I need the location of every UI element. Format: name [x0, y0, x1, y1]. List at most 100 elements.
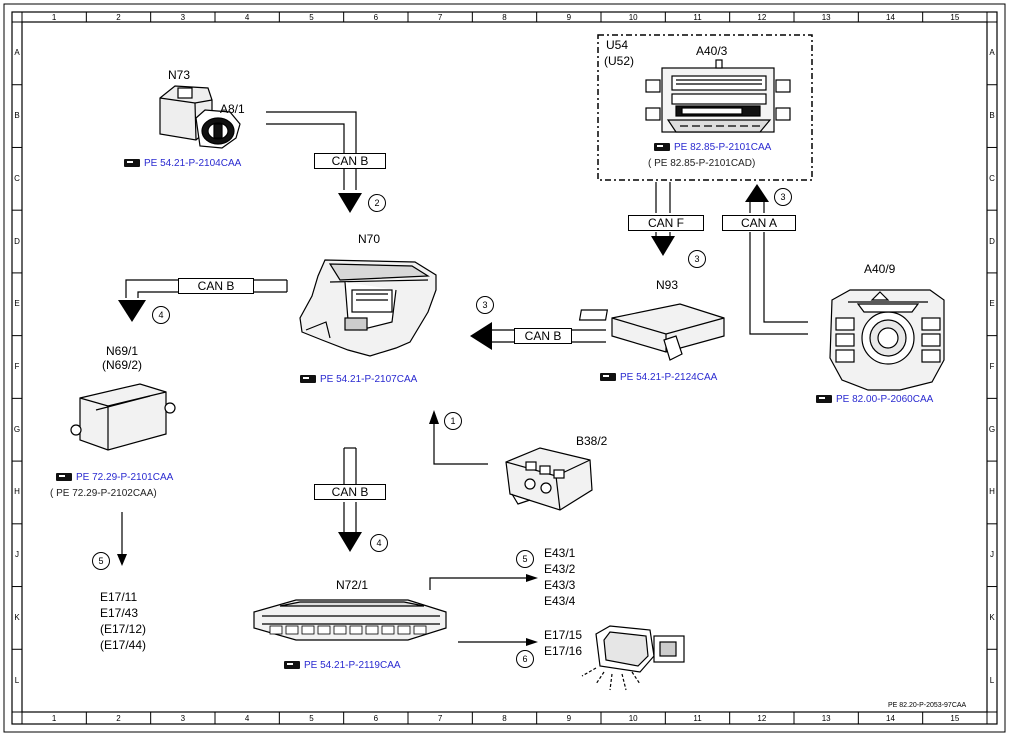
grid-column-label: 3	[180, 714, 186, 723]
marker-5-e43: 5	[516, 550, 534, 568]
grid-row-label: C	[14, 173, 20, 183]
e17-43-label: E17/43	[100, 606, 139, 620]
grid-column-label: 12	[757, 714, 767, 723]
marker-4-can-b-bottom: 4	[370, 534, 388, 552]
n73-reference-link[interactable]: PE 54.21-P-2104CAA	[124, 158, 241, 170]
can-b-bottom-arrow	[338, 532, 362, 552]
grid-column-label: 11	[693, 13, 702, 22]
can-a-arrow	[745, 184, 769, 202]
grid-row-label: F	[989, 362, 995, 371]
grid-row-label: J	[15, 550, 19, 560]
grid-column-label: 6	[373, 13, 379, 22]
marker-3-can-f: 3	[688, 250, 706, 268]
e43-signal-arrow	[526, 574, 538, 582]
n72-1-reference-text: PE 54.21-P-2119CAA	[304, 660, 401, 671]
n72-1-reference-link[interactable]: PE 54.21-P-2119CAA	[284, 660, 401, 672]
u52-label: (U52)	[604, 54, 635, 68]
e17-12-label: (E17/12)	[100, 622, 147, 636]
pointing-hand-icon	[124, 159, 140, 168]
pointing-hand-icon	[56, 473, 72, 482]
u54-reference-link[interactable]: PE 82.85-P-2101CAA	[654, 142, 771, 154]
n93-reference-text: PE 54.21-P-2124CAA	[620, 372, 718, 383]
can-b-top-arrow	[338, 193, 362, 213]
n70-reference-text: PE 54.21-P-2107CAA	[320, 374, 418, 385]
n93-module-drawing	[578, 303, 725, 361]
a40-3-label: A40/3	[696, 44, 728, 58]
panel-key	[397, 625, 411, 635]
panel-key	[365, 625, 379, 635]
n69-2-label: (N69/2)	[102, 358, 143, 372]
n70-control-unit-drawing	[299, 259, 437, 357]
grid-row-label: H	[989, 487, 995, 497]
grid-column-label: 15	[950, 714, 960, 723]
panel-key	[413, 625, 427, 635]
pointing-hand-icon	[816, 395, 832, 404]
drawing-code: PE 82.20-P-2053-97CAA	[888, 702, 967, 709]
a40-9-reference-link[interactable]: PE 82.00-P-2060CAA	[816, 394, 933, 406]
grid-column-label: 15	[950, 13, 960, 22]
u54-alt-reference-link[interactable]: ( PE 82.85-P-2101CAD)	[648, 158, 755, 170]
pointing-hand-icon	[300, 375, 316, 384]
grid-row-label: E	[14, 299, 20, 309]
grid-row-label: C	[989, 173, 995, 183]
n69-alt-reference-link[interactable]: ( PE 72.29-P-2102CAA)	[50, 488, 157, 500]
grid-row-label: B	[14, 111, 20, 121]
grid-row-label: F	[14, 362, 20, 371]
grid-column-label: 2	[116, 13, 121, 22]
n69-reference-link[interactable]: PE 72.29-P-2101CAA	[56, 472, 173, 484]
b38-2-label: B38/2	[576, 434, 608, 448]
marker-5-n69: 5	[92, 552, 110, 570]
n70-reference-link[interactable]: PE 54.21-P-2107CAA	[300, 374, 417, 386]
grid-row-label: J	[990, 550, 994, 560]
e17-15-label: E17/15	[544, 628, 583, 642]
marker-2: 2	[368, 194, 386, 212]
grid-column-label: 5	[309, 714, 314, 723]
can-b-top-label: CAN B	[314, 153, 386, 169]
grid-column-label: 4	[244, 13, 250, 22]
grid-column-label: 6	[373, 714, 379, 723]
b38-signal-arrow	[429, 410, 439, 424]
grid-column-label: 12	[757, 13, 767, 22]
marker-1: 1	[444, 412, 462, 430]
grid-row-label: A	[14, 48, 20, 58]
grid-column-label: 5	[309, 13, 314, 22]
grid-column-label: 10	[628, 13, 638, 22]
grid-column-label: 9	[566, 714, 572, 723]
grid-column-label: 11	[693, 714, 702, 723]
can-b-left-label: CAN B	[178, 278, 254, 294]
grid-row-label: D	[989, 236, 995, 246]
marker-3-can-a: 3	[774, 188, 792, 206]
n69-reference-text: PE 72.29-P-2101CAA	[76, 472, 174, 483]
panel-key	[285, 625, 299, 635]
n73-reference-text: PE 54.21-P-2104CAA	[144, 158, 242, 169]
grid-column-label: 1	[51, 13, 57, 22]
grid-row-label: K	[989, 612, 995, 622]
n93-reference-link[interactable]: PE 54.21-P-2124CAA	[600, 372, 717, 384]
a40-3-head-unit-drawing	[645, 59, 791, 133]
can-a-label: CAN A	[722, 215, 796, 231]
grid-row-label: H	[14, 487, 20, 497]
u54-alt-reference-text: ( PE 82.85-P-2101CAD)	[648, 158, 756, 169]
panel-key	[269, 625, 283, 635]
e43-3-label: E43/3	[544, 578, 576, 592]
panel-key	[333, 625, 347, 635]
can-b-mid-line	[492, 329, 606, 343]
grid-row-label: A	[989, 48, 995, 58]
grid-column-label: 14	[886, 714, 895, 723]
can-b-bottom-label: CAN B	[314, 484, 386, 500]
grid-row-label: L	[14, 675, 20, 685]
n69-alt-reference-text: ( PE 72.29-P-2102CAA)	[50, 488, 157, 499]
a40-9-controller-drawing	[829, 289, 945, 391]
grid-row-label: G	[988, 424, 996, 434]
can-b-left-arrow	[118, 300, 146, 322]
e17-11-label: E17/11	[100, 590, 138, 604]
u54-reference-text: PE 82.85-P-2101CAA	[674, 142, 772, 153]
e17-15-lamp-drawing	[581, 625, 685, 691]
can-b-mid-arrow	[470, 322, 492, 350]
n70-label: N70	[358, 232, 381, 246]
grid-row-label: B	[989, 111, 995, 121]
grid-column-label: 8	[502, 714, 507, 723]
grid-row-label: D	[14, 236, 20, 246]
panel-key	[381, 625, 395, 635]
